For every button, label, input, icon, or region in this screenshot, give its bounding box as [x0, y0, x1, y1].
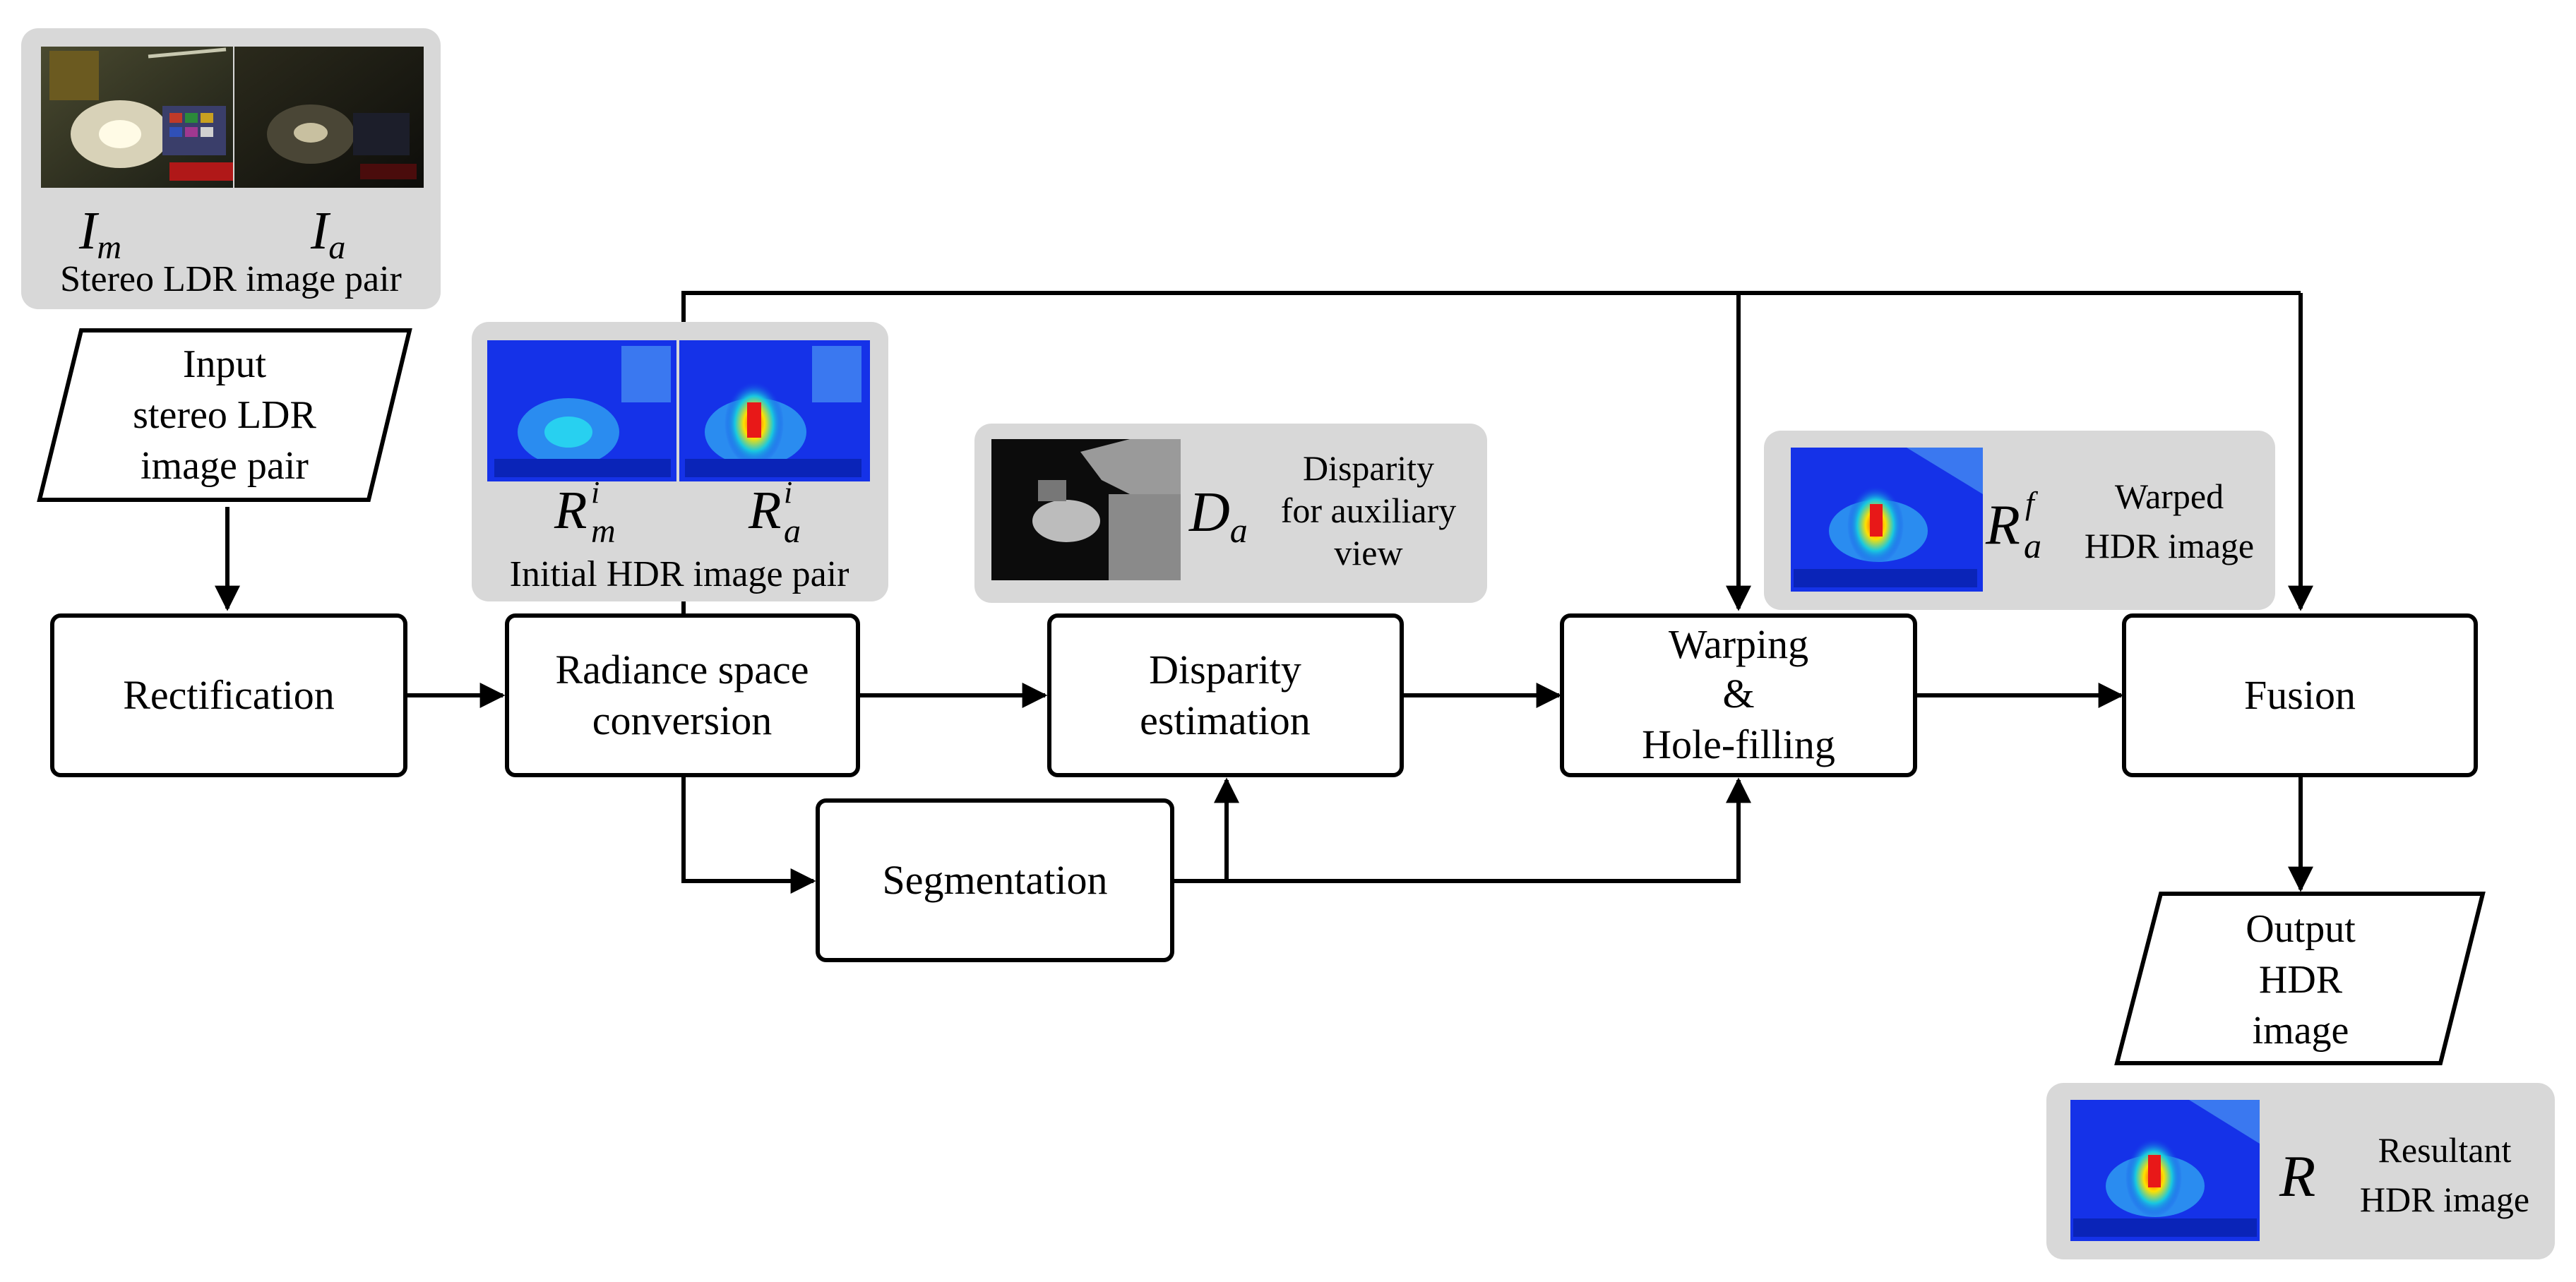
panel-warped: R f a Warped HDR image [1764, 431, 2275, 610]
symbol-rai: R [748, 481, 781, 540]
caption-resultant-1: Resultant [2378, 1130, 2512, 1170]
output-label-2: HDR [2259, 958, 2343, 1002]
symbol-raf: R [1985, 494, 2020, 556]
caption-resultant-2: HDR image [2360, 1180, 2529, 1219]
panel-initial-hdr: R i m R i a Initial HDR image pair [472, 322, 888, 601]
symbol-da: Da [1188, 481, 1248, 550]
symbol-ia: Ia [310, 201, 345, 266]
symbol-raf-sub: a [2024, 526, 2041, 565]
output-label-3: image [2253, 1009, 2349, 1053]
warping-label-1: Warping [1669, 621, 1808, 667]
symbol-r: R [2279, 1144, 2315, 1209]
disparity-label-1: Disparity [1149, 647, 1301, 693]
warping-label-3: Hole-filling [1642, 721, 1835, 767]
caption-stereo-ldr: Stereo LDR image pair [60, 259, 402, 299]
input-label-3: image pair [141, 444, 309, 488]
caption-disparity-1: Disparity [1303, 448, 1434, 488]
resultant-heatmap [2070, 1100, 2260, 1241]
caption-initial-hdr: Initial HDR image pair [510, 554, 849, 594]
symbol-rai-sup: i [784, 475, 792, 510]
box-disparity-estimation: Disparity estimation [1047, 613, 1404, 777]
radiance-label-1: Radiance space [555, 647, 809, 693]
output-label-1: Output [2246, 907, 2356, 951]
box-rectification: Rectification [50, 613, 407, 777]
panel-stereo-ldr: Im Ia Stereo LDR image pair [21, 28, 441, 309]
symbol-rmi: R [554, 481, 587, 540]
panel-disparity: Da Disparity for auxiliary view [974, 424, 1487, 603]
arrow-segmentation-to-warping [1172, 777, 1751, 883]
symbol-rmi-sub: m [591, 513, 616, 550]
panel-resultant: R Resultant HDR image [2046, 1083, 2555, 1259]
disparity-label-2: estimation [1140, 697, 1311, 743]
arrow-radiance-to-segmentation [681, 777, 816, 894]
segmentation-label: Segmentation [883, 857, 1108, 903]
box-warping-holefilling: Warping & Hole-filling [1560, 613, 1917, 777]
warped-heatmap [1791, 448, 1983, 592]
symbol-im: Im [78, 201, 121, 266]
radiance-label-2: conversion [592, 697, 773, 743]
rectification-label: Rectification [123, 672, 335, 718]
box-radiance-conversion: Radiance space conversion [505, 613, 860, 777]
photo-main-view [41, 47, 233, 188]
heatmap-auxiliary-view [679, 340, 870, 481]
caption-disparity-2: for auxiliary [1281, 491, 1457, 530]
io-output: Output HDR image [2114, 892, 2486, 1065]
box-segmentation: Segmentation [816, 798, 1174, 962]
input-label-1: Input [183, 342, 267, 386]
io-input: Input stereo LDR image pair [37, 328, 412, 502]
heatmap-main-view [487, 340, 676, 481]
fusion-label: Fusion [2244, 672, 2356, 718]
photo-auxiliary-view [234, 47, 424, 188]
input-label-2: stereo LDR [133, 393, 316, 437]
disparity-map [991, 439, 1181, 580]
caption-warped-2: HDR image [2085, 526, 2254, 565]
symbol-rai-sub: a [784, 513, 801, 550]
symbol-rmi-sup: i [591, 475, 600, 510]
caption-disparity-3: view [1334, 533, 1402, 573]
warping-label-2: & [1722, 671, 1754, 717]
caption-warped-1: Warped [2115, 477, 2224, 516]
box-fusion: Fusion [2122, 613, 2478, 777]
